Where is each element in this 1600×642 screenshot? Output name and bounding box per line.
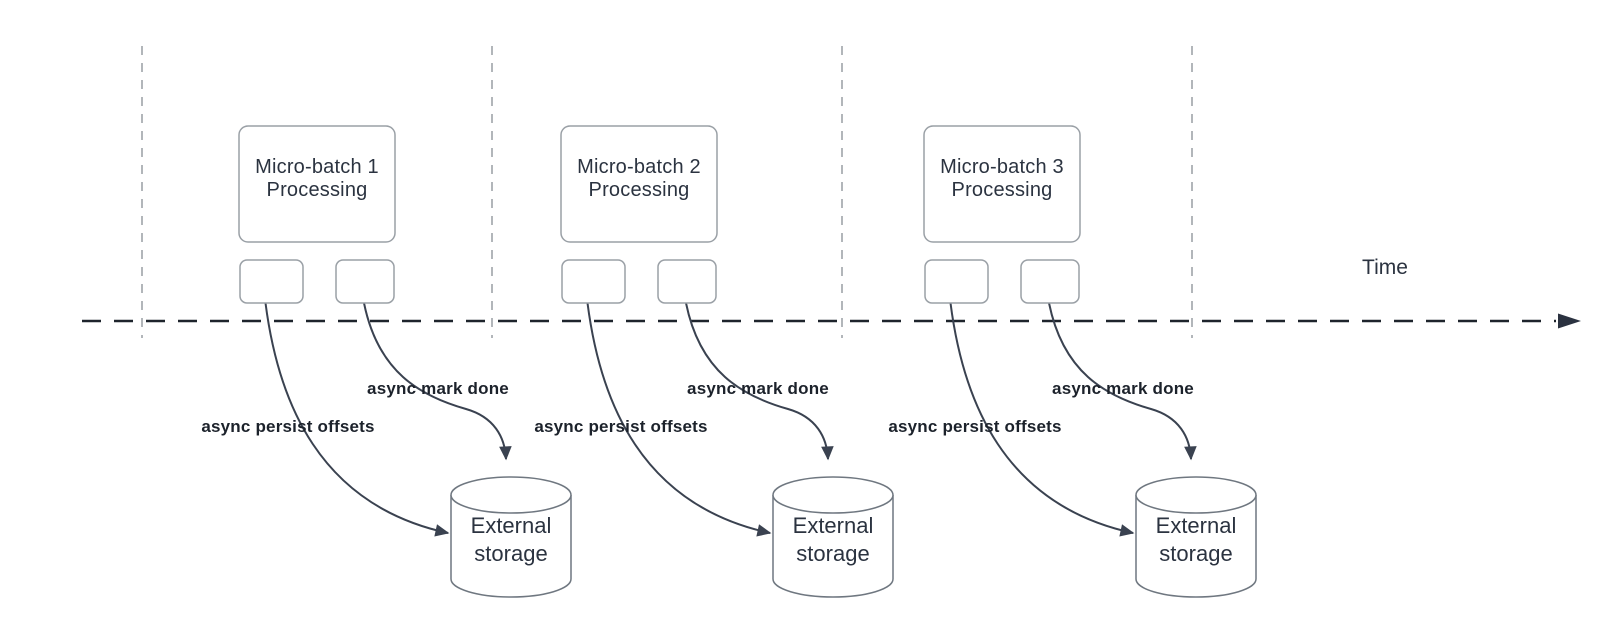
persist-offsets-label-3: async persist offsets <box>888 417 1062 436</box>
external-storage-label-2: External storage <box>793 512 874 568</box>
mark-done-label-1: async mark done <box>367 379 509 398</box>
mark-done-arrow <box>363 302 512 461</box>
external-storage-label-1: External storage <box>471 512 552 568</box>
external-storage-line2: storage <box>474 541 548 566</box>
offset-task-box <box>924 259 989 304</box>
micro-batch-group-3 <box>923 125 1257 598</box>
mark-done-label-3: async mark done <box>1052 379 1194 398</box>
micro-batch-title-line2: Processing <box>266 179 368 201</box>
micro-batch-box <box>238 125 396 243</box>
external-storage-line2: storage <box>1159 541 1233 566</box>
micro-batch-title-line1: Micro-batch 3 <box>940 156 1064 178</box>
micro-batch-title-line2: Processing <box>951 179 1053 201</box>
micro-batch-title-line1: Micro-batch 1 <box>255 156 379 178</box>
micro-batch-title-line1: Micro-batch 2 <box>577 156 701 178</box>
offset-task-box <box>239 259 304 304</box>
mark-done-label-2: async mark done <box>687 379 829 398</box>
offset-task-box <box>561 259 626 304</box>
external-storage-cylinder <box>1135 476 1257 598</box>
time-axis-arrowhead <box>1558 313 1581 329</box>
micro-batch-box <box>560 125 718 243</box>
micro-batch-box <box>923 125 1081 243</box>
external-storage-label-3: External storage <box>1156 512 1237 568</box>
external-storage-line1: External <box>1155 513 1237 538</box>
done-task-box <box>657 259 717 304</box>
micro-batch-title-3: Micro-batch 3 Processing <box>940 156 1064 202</box>
persist-offsets-arrow <box>264 302 450 537</box>
external-storage-line1: External <box>792 513 874 538</box>
micro-batch-title-2: Micro-batch 2 Processing <box>577 156 701 202</box>
micro-batch-title-1: Micro-batch 1 Processing <box>255 156 379 202</box>
external-storage-cylinder <box>450 476 572 598</box>
interval-guides <box>141 46 1193 338</box>
external-storage-cylinder <box>772 476 894 598</box>
external-storage-line2: storage <box>796 541 870 566</box>
time-axis-label: Time <box>1362 256 1408 279</box>
persist-offsets-label-2: async persist offsets <box>534 417 708 436</box>
mark-done-arrow <box>685 302 834 461</box>
done-task-box <box>335 259 395 304</box>
persist-offsets-label-1: async persist offsets <box>201 417 375 436</box>
micro-batch-group-2 <box>560 125 894 598</box>
done-task-box <box>1020 259 1080 304</box>
micro-batch-group-1 <box>238 125 572 598</box>
micro-batch-title-line2: Processing <box>588 179 690 201</box>
persist-offsets-arrow <box>949 302 1135 537</box>
persist-offsets-arrow <box>586 302 772 537</box>
mark-done-arrow <box>1048 302 1197 461</box>
external-storage-line1: External <box>470 513 552 538</box>
